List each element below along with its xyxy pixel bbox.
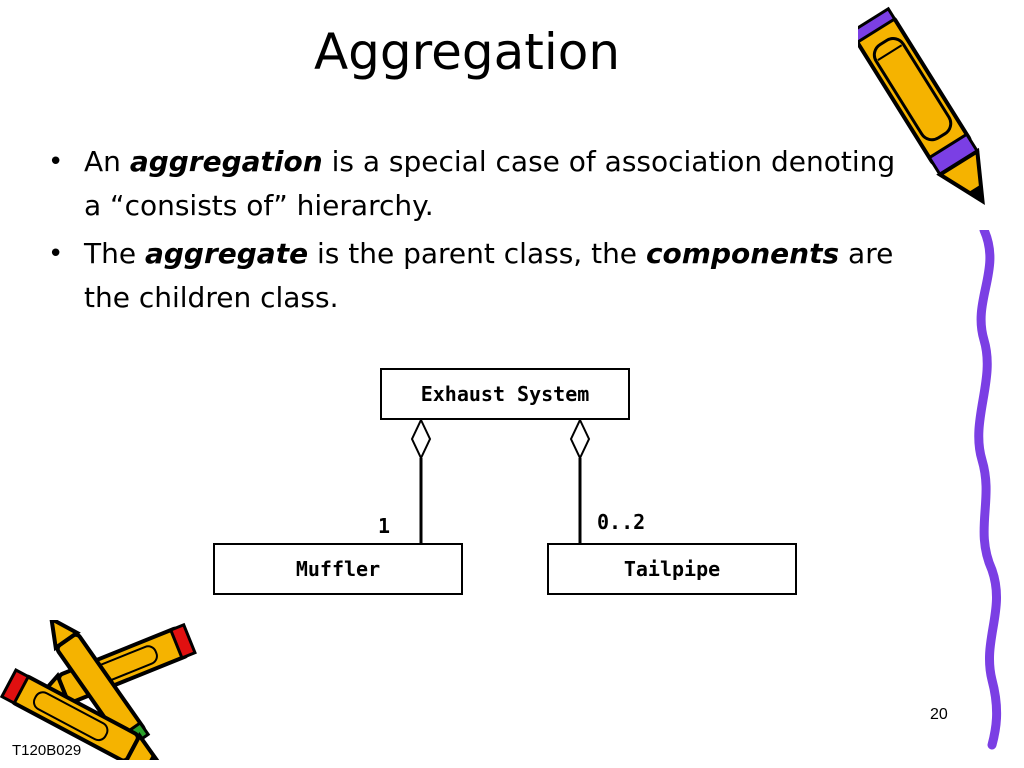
multiplicity-muffler: 1 xyxy=(378,514,391,538)
aggregation-diamond-icon xyxy=(410,417,432,461)
bullet-keyword: aggregate xyxy=(144,237,309,270)
aggregation-diamond-icon xyxy=(569,417,591,461)
slide-title: Aggregation xyxy=(313,23,621,81)
bullet-item: • The aggregate is the parent class, the… xyxy=(48,232,908,320)
multiplicity-tailpipe: 0..2 xyxy=(597,510,646,534)
footer-id: T120B029 xyxy=(12,742,82,759)
class-name: Muffler xyxy=(295,557,381,581)
aggregation-link-tailpipe xyxy=(569,417,591,543)
page-number: 20 xyxy=(930,706,948,723)
bullet-dot-icon: • xyxy=(48,147,64,177)
pencil-icon xyxy=(858,6,985,205)
bullet-item: • An aggregation is a special case of as… xyxy=(48,140,908,228)
bullet-text-pre: An xyxy=(84,145,130,178)
class-name: Exhaust System xyxy=(420,382,590,406)
class-box-tailpipe: Tailpipe xyxy=(547,543,797,595)
bullet-text-pre: The xyxy=(84,237,145,270)
aggregation-link-muffler xyxy=(410,417,432,543)
class-box-muffler: Muffler xyxy=(213,543,463,595)
crossed-pencils-icon xyxy=(0,620,197,760)
bullet-text-post: are the children class. xyxy=(84,237,894,314)
bullet-dot-icon: • xyxy=(48,239,64,269)
bullet-text-mid: is the parent class, the xyxy=(308,237,646,270)
bullet-keyword: aggregation xyxy=(129,145,323,178)
bullet-keyword: components xyxy=(645,237,840,270)
bullet-list: • An aggregation is a special case of as… xyxy=(48,140,908,324)
class-box-exhaust-system: Exhaust System xyxy=(380,368,630,420)
class-name: Tailpipe xyxy=(623,557,721,581)
bullet-text-post: is a special case of association denotin… xyxy=(84,145,896,222)
squiggle-line-icon xyxy=(974,230,1002,750)
